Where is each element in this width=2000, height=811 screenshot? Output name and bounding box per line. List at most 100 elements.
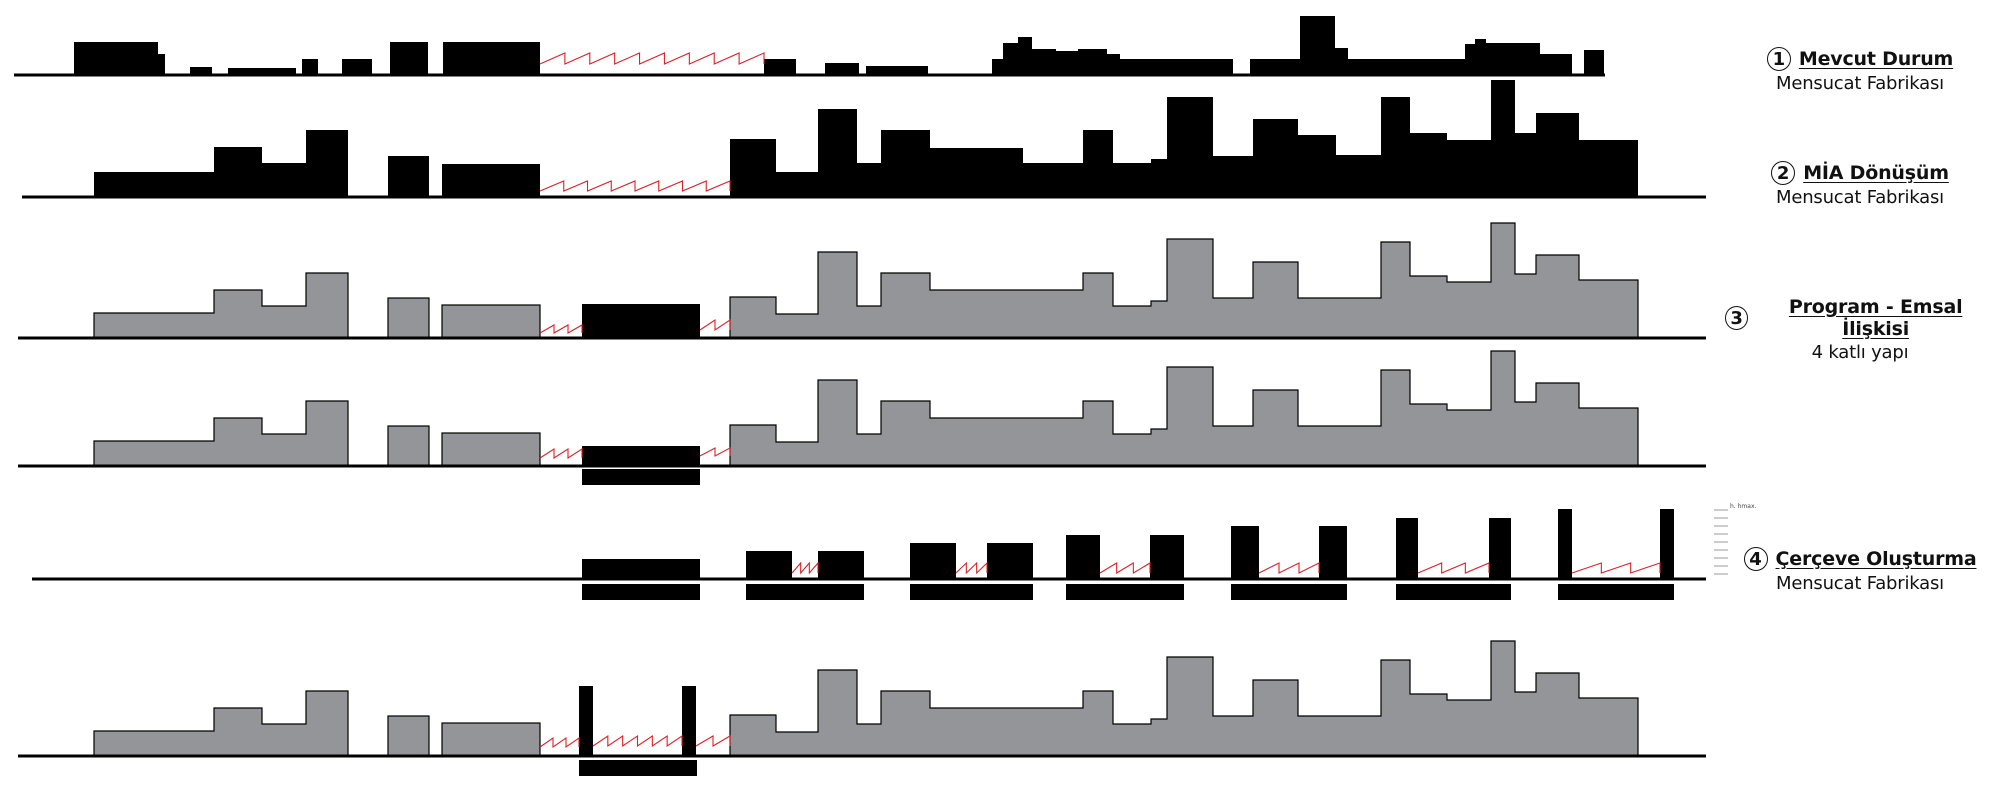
row6-zigzag-b [592, 734, 683, 748]
step-number-2: 2 [1771, 161, 1796, 185]
row6-zigzag-a [539, 736, 580, 749]
row4-volume-above [582, 446, 700, 466]
label-3-subtitle: 4 katlı yapı [1811, 342, 1909, 363]
row5-frame-4-column-2 [1150, 535, 1184, 579]
row3-zigzag-a [539, 324, 583, 334]
row1-building-29 [1584, 50, 1604, 75]
row6-profile-left [93, 690, 349, 757]
row1-zigzag [539, 52, 765, 65]
label-1-subtitle: Mensucat Fabrikası [1776, 73, 1944, 94]
row2-profile-left [94, 130, 348, 197]
row5-base-6 [1396, 584, 1511, 600]
row1-building-21 [1250, 59, 1300, 75]
row1-building-8 [443, 42, 540, 75]
row5-frame-6-column-1 [1396, 518, 1418, 579]
row1-building-4 [228, 68, 296, 75]
row4-zigzag-b [699, 447, 731, 457]
row3-profile-right [729, 222, 1639, 339]
row5-frame-6-column-2 [1489, 518, 1511, 579]
row1-building-24 [1348, 59, 1465, 75]
label-1-title: Mevcut Durum [1798, 48, 1954, 70]
label-2: 2 MİA Dönüşüm Mensucat Fabrikası [1725, 161, 1995, 208]
row5-base-3 [910, 584, 1033, 600]
row5-frame-3-column-2 [987, 543, 1033, 579]
row1-building-14 [1018, 37, 1032, 75]
row3-profile-left [93, 272, 349, 339]
row4-profile-right [729, 350, 1639, 467]
row1-building-1 [74, 42, 158, 75]
row5-zigzag-4 [1099, 562, 1151, 574]
row6-frame-base [579, 760, 697, 776]
row5-frame-2-column-2 [818, 551, 864, 579]
row5-frame-7-column-1 [1558, 509, 1572, 579]
label-4-subtitle: Mensucat Fabrikası [1776, 573, 1944, 594]
row5-base-5 [1231, 584, 1347, 600]
step-number-3: 3 [1725, 306, 1749, 330]
row1-building-28 [1540, 54, 1572, 75]
row4-block-b [441, 432, 541, 467]
row6-block-b [441, 722, 541, 757]
row1-building-2 [158, 54, 165, 75]
row5-zigzag-3 [955, 561, 988, 575]
row5-frame-2-column-1 [746, 551, 792, 579]
row5-zigzag-7 [1571, 562, 1661, 574]
label-2-title: MİA Dönüşüm [1803, 162, 1949, 184]
row1-building-16 [1056, 51, 1078, 75]
row3-new-volume [582, 304, 700, 338]
row1-building-19 [1120, 59, 1184, 75]
row1-building-5 [302, 59, 318, 75]
row6-zigzag-c [695, 735, 731, 747]
step-number-4: 4 [1743, 547, 1768, 571]
row5-frame-5-column-2 [1319, 526, 1347, 579]
row5-frame-4-column-1 [1066, 535, 1100, 579]
label-3-title: Program - Emsal İlişkisi [1788, 296, 1963, 340]
row4-profile-left [93, 400, 349, 467]
row1-building-17 [1078, 49, 1107, 75]
row6-frame-column-left [579, 686, 593, 756]
row1-building-13 [1003, 43, 1018, 75]
row1-building-18 [1107, 54, 1120, 75]
row5-base-4 [1066, 584, 1184, 600]
row3-zigzag-b [699, 318, 731, 332]
row1-building-27 [1486, 43, 1540, 75]
label-3: 3 Program - Emsal İlişkisi 4 katlı yapı [1725, 296, 1995, 363]
row5-frame-3-column-1 [910, 543, 956, 579]
row2-profile-right [730, 80, 1638, 197]
row1-building-20 [1184, 59, 1233, 75]
row3-block-a [387, 297, 430, 339]
row1-building-3 [190, 67, 212, 75]
row1-building-15 [1032, 49, 1056, 75]
row1-building-10 [825, 63, 859, 75]
row2-block-a [388, 156, 429, 197]
row1-building-9 [764, 59, 796, 75]
height-scale-note: h. hmax. [1730, 503, 1757, 510]
row3-block-b [441, 304, 541, 339]
row2-zigzag [539, 180, 731, 192]
label-4-title: Çerçeve Oluşturma [1775, 548, 1977, 570]
row5-frame-5-column-1 [1231, 526, 1259, 579]
row5-frame-7-column-2 [1660, 509, 1674, 579]
row1-building-22 [1300, 16, 1335, 75]
row5-base-2 [746, 584, 864, 600]
step-number-1: 1 [1766, 47, 1791, 71]
row1-building-25 [1465, 44, 1475, 75]
label-1: 1 Mevcut Durum Mensucat Fabrikası [1725, 47, 1995, 94]
row1-building-26 [1475, 39, 1486, 75]
row4-block-a [387, 425, 430, 467]
row1-building-12 [992, 59, 1003, 75]
row4-volume-below [582, 469, 700, 485]
row2-block-b [442, 164, 540, 197]
row6-block-a [387, 715, 430, 757]
row6-frame-column-right [682, 686, 696, 756]
row1-building-7 [390, 42, 428, 75]
row5-zigzag-6 [1417, 562, 1490, 574]
label-4: 4 Çerçeve Oluşturma Mensucat Fabrikası [1725, 547, 1995, 594]
row4-zigzag-a [539, 447, 583, 460]
row1-building-6 [342, 59, 372, 75]
row6-profile-right [729, 640, 1639, 757]
row5-zigzag-2 [791, 561, 819, 575]
row5-zigzag-5 [1258, 562, 1320, 574]
row1-building-23 [1335, 48, 1348, 75]
row5-base-1 [582, 584, 700, 600]
